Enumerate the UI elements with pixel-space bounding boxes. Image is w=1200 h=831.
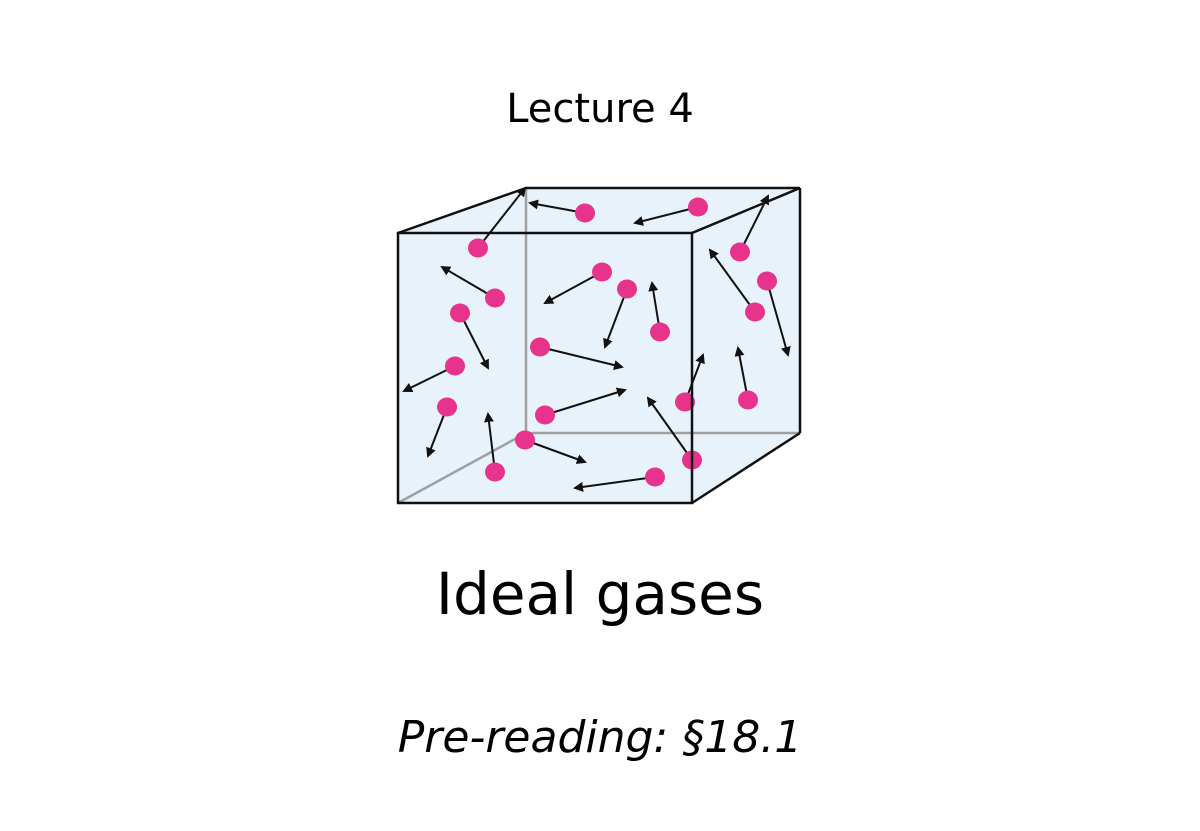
velocity-arrow-icon bbox=[524, 439, 587, 464]
gas-molecule bbox=[738, 390, 758, 410]
gas-molecule bbox=[535, 405, 555, 425]
prereading-reference: Pre-reading: §18.1 bbox=[397, 712, 803, 763]
velocity-arrow-icon bbox=[573, 476, 656, 492]
gas-molecule bbox=[617, 279, 637, 299]
gas-molecule bbox=[675, 392, 695, 412]
gas-molecule bbox=[468, 238, 488, 258]
velocity-arrow-icon bbox=[483, 412, 496, 473]
velocity-arrow-icon bbox=[539, 346, 624, 370]
gas-molecule bbox=[437, 397, 457, 417]
velocity-arrow-icon bbox=[603, 288, 628, 349]
velocity-arrow-icon bbox=[477, 186, 527, 249]
gas-molecule bbox=[730, 242, 750, 262]
gas-molecule bbox=[688, 197, 708, 217]
gas-molecule bbox=[485, 288, 505, 308]
velocity-arrow-icon bbox=[646, 396, 693, 461]
velocity-arrow-icon bbox=[544, 387, 627, 416]
velocity-arrow-icon bbox=[633, 206, 699, 226]
velocity-arrow-icon bbox=[739, 194, 769, 253]
gas-box-figure bbox=[390, 180, 810, 510]
gas-molecule bbox=[650, 322, 670, 342]
velocity-arrow-icon bbox=[543, 271, 603, 304]
gas-molecule bbox=[450, 303, 470, 323]
gas-molecule bbox=[592, 262, 612, 282]
velocity-arrow-icon bbox=[766, 280, 791, 357]
velocity-arrow-icon bbox=[440, 265, 496, 299]
gas-molecule bbox=[745, 302, 765, 322]
slide-title: Ideal gases bbox=[435, 560, 765, 628]
lecture-label: Lecture 4 bbox=[506, 86, 694, 132]
gas-molecule bbox=[485, 462, 505, 482]
gas-molecule bbox=[575, 203, 595, 223]
gas-molecule bbox=[645, 467, 665, 487]
velocity-arrow-icon bbox=[708, 248, 756, 313]
gas-molecule bbox=[515, 430, 535, 450]
velocity-arrow-icon bbox=[459, 312, 489, 370]
gas-molecule bbox=[530, 337, 550, 357]
gas-molecule bbox=[445, 356, 465, 376]
gas-molecule bbox=[757, 271, 777, 291]
